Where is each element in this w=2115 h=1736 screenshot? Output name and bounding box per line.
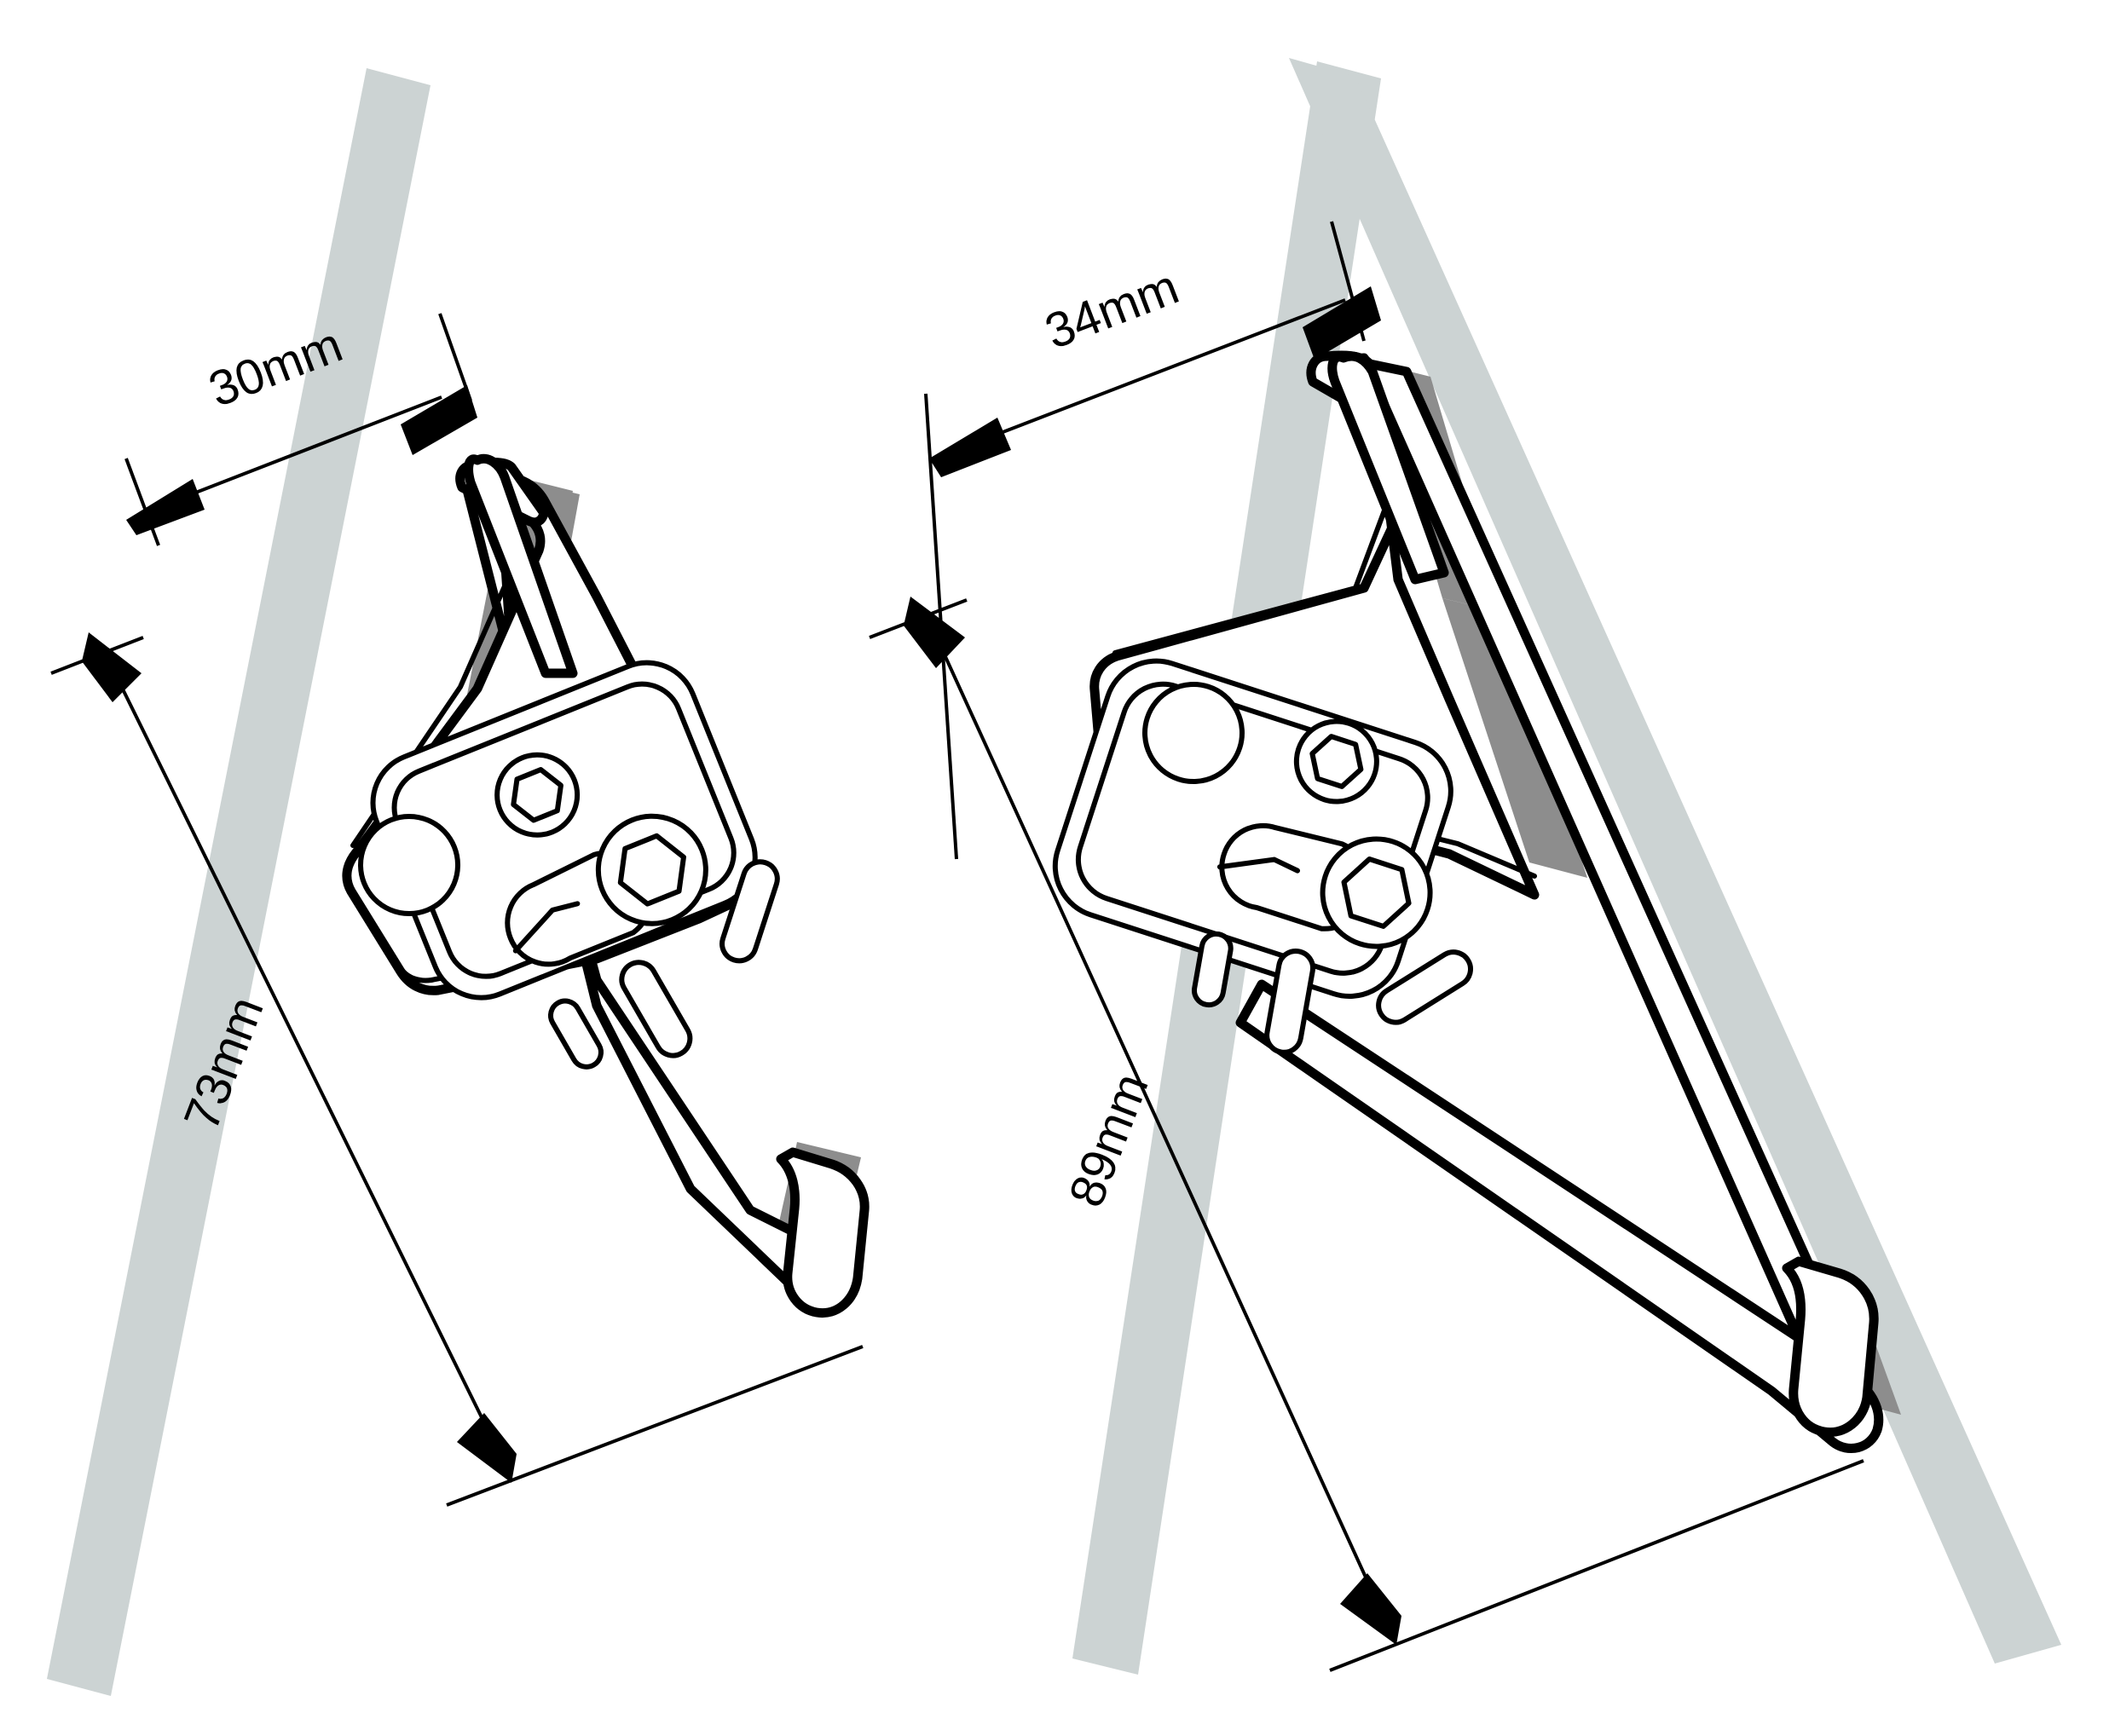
right-view: 34mm 89mm xyxy=(869,58,2061,1675)
right-top-flange xyxy=(1327,351,1449,585)
dimension-89mm-ext-bottom xyxy=(1329,1459,1864,1672)
dimension-30mm-ext-right xyxy=(438,313,472,401)
dimension-89mm-ext-top xyxy=(869,598,968,639)
dimension-30mm-arrow-right xyxy=(401,385,477,455)
right-bottom-foot xyxy=(1782,1256,1879,1438)
dimension-73mm-ext-top xyxy=(50,636,144,675)
dimension-30mm-ext-left xyxy=(124,458,160,546)
dimension-30mm-arrow-left xyxy=(126,479,205,535)
dimension-73mm-line xyxy=(101,647,508,1468)
left-bottom-foot xyxy=(776,1147,870,1318)
dimension-34mm-arrow-right xyxy=(1303,286,1381,360)
dimension-89mm-arrow-bottom xyxy=(1340,1573,1401,1645)
dimension-34mm-arrow-left xyxy=(929,418,1011,477)
dimension-89mm-line xyxy=(923,611,1391,1630)
right-rail-band xyxy=(1289,58,2061,1664)
dimension-73mm-ext-bottom xyxy=(446,1345,864,1507)
dimension-73mm-arrow-top xyxy=(82,632,142,702)
left-view: 30mm 73mm xyxy=(47,68,870,1696)
left-top-flange xyxy=(464,453,578,678)
dimension-73mm-arrow-bottom xyxy=(457,1413,517,1483)
dimension-34mm-line xyxy=(956,298,1346,452)
dimension-89mm-arrow-top xyxy=(904,597,965,668)
dimension-30mm-line xyxy=(151,395,442,511)
left-rail xyxy=(47,68,431,1696)
left-rail-light-band xyxy=(47,68,431,1696)
